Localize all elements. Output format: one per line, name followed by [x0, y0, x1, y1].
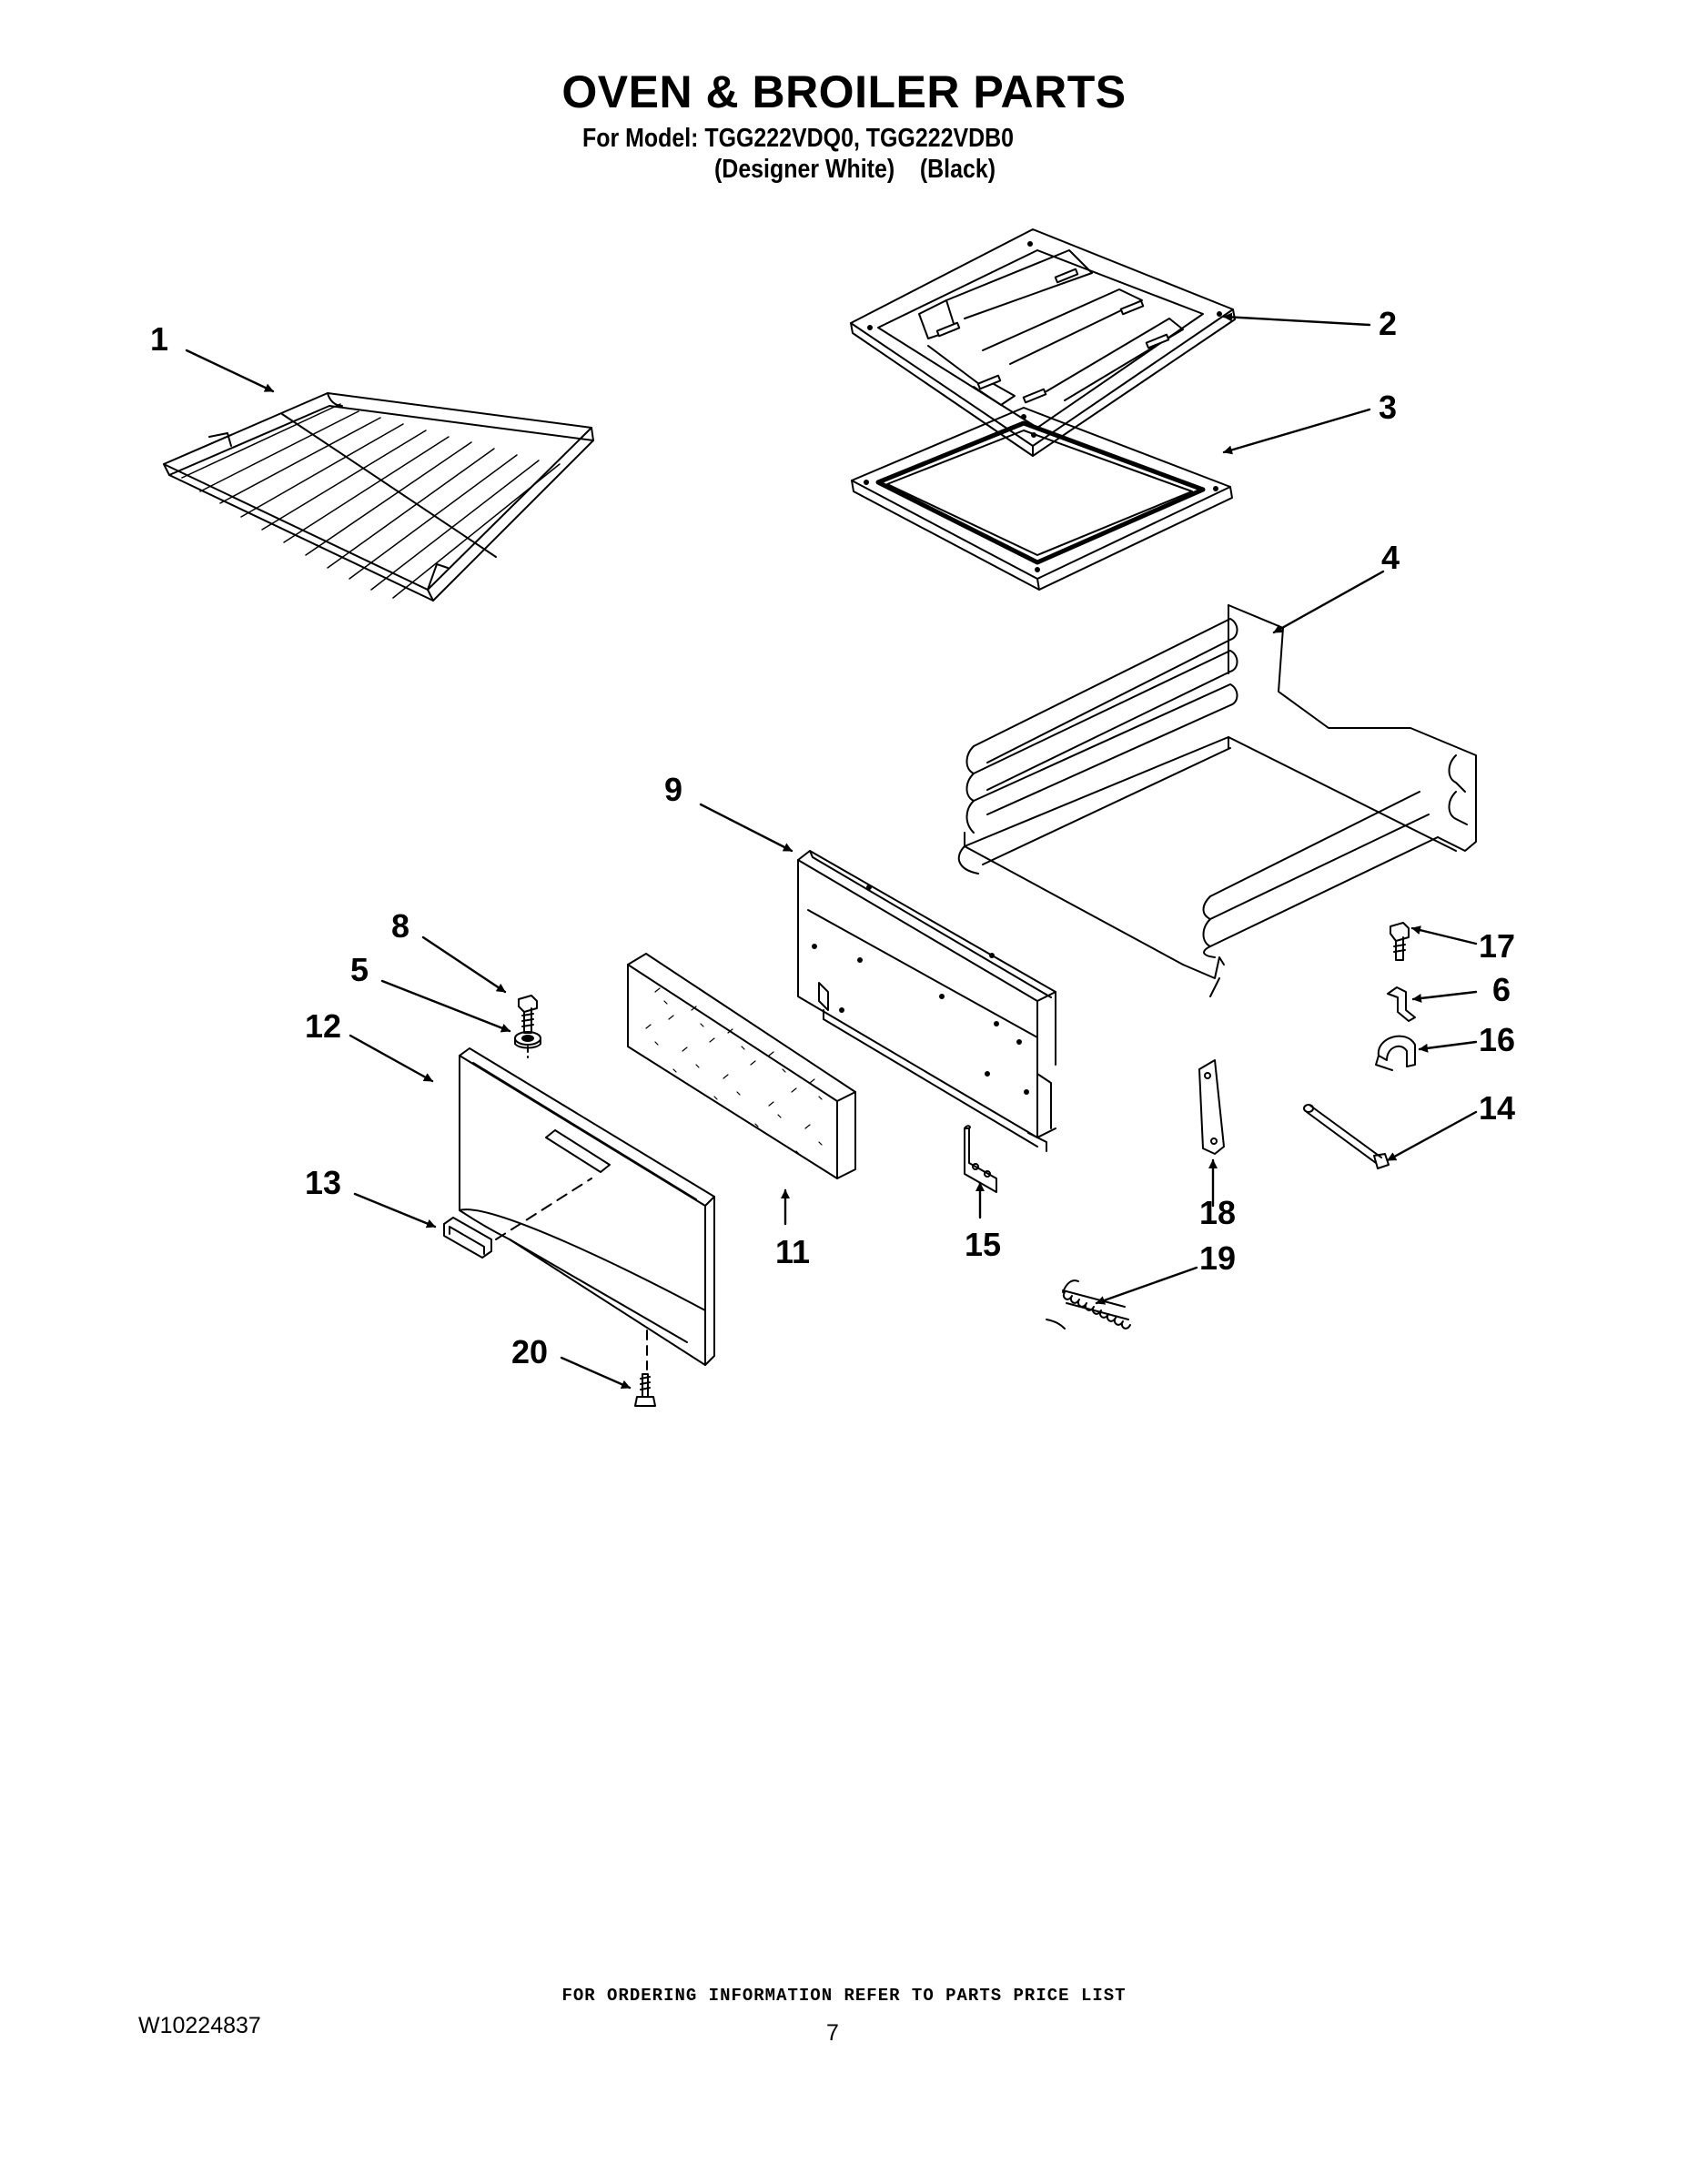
- dashed-assembly-line: [495, 1178, 592, 1240]
- leader-12: [349, 1034, 434, 1083]
- handle-insert-part: [443, 1217, 492, 1259]
- callout-4: 4: [1381, 539, 1400, 576]
- callout-labels: 1 2 3 4 5 6 8 9 11 12 13 14 15 16 17 18 …: [150, 305, 1515, 1370]
- leader-1: [185, 349, 275, 393]
- callout-16: 16: [1479, 1021, 1515, 1058]
- document-number: W10224837: [138, 2013, 261, 2038]
- callout-18: 18: [1199, 1194, 1236, 1231]
- model-colors: (Designer White) (Black): [714, 155, 996, 185]
- callout-12: 12: [305, 1007, 341, 1045]
- leader-3: [1222, 408, 1371, 455]
- callout-6: 6: [1492, 971, 1511, 1008]
- bolt-part: [1390, 922, 1410, 961]
- oven-rack-part: [163, 392, 594, 602]
- leader-17: [1410, 925, 1478, 945]
- door-screw-part: [634, 1373, 656, 1407]
- leader-9: [699, 803, 793, 853]
- callout-1: 1: [150, 320, 168, 358]
- leader-2: [1222, 312, 1371, 327]
- callout-13: 13: [305, 1164, 341, 1201]
- callout-2: 2: [1379, 305, 1397, 342]
- drawer-liner-part: [957, 604, 1477, 997]
- callout-19: 19: [1199, 1239, 1236, 1277]
- callout-9: 9: [664, 771, 682, 808]
- clip-part: [1387, 986, 1416, 1022]
- model-line: For Model: TGG222VDQ0, TGG222VDB0: [582, 124, 1014, 153]
- callout-8: 8: [391, 907, 409, 945]
- callout-3: 3: [1379, 389, 1397, 426]
- spring-part: [1046, 1279, 1131, 1330]
- page-number: 7: [826, 2020, 839, 2046]
- callout-20: 20: [511, 1333, 548, 1370]
- callout-17: 17: [1479, 927, 1515, 965]
- drawer-door-part: [459, 1047, 715, 1366]
- callout-5: 5: [350, 951, 369, 988]
- leader-14: [1386, 1110, 1478, 1162]
- leader-19: [1095, 1266, 1198, 1305]
- leader-13: [353, 1192, 437, 1228]
- screw-part: [518, 995, 538, 1034]
- leader-6: [1411, 990, 1478, 1003]
- broiler-pan-grid-part: [850, 228, 1236, 457]
- rod-part: [1303, 1104, 1390, 1169]
- callout-14: 14: [1479, 1089, 1515, 1127]
- clamp-part: [1375, 1035, 1416, 1071]
- leader-lines: [185, 312, 1478, 1390]
- insulation-block-part: [627, 953, 856, 1179]
- color-black: (Black): [919, 155, 996, 184]
- callout-11: 11: [775, 1233, 810, 1270]
- drawer-front-panel-part: [797, 850, 1056, 1152]
- leader-5: [380, 979, 511, 1033]
- ordering-info: FOR ORDERING INFORMATION REFER TO PARTS …: [561, 1986, 1127, 2006]
- page-title: OVEN & BROILER PARTS: [561, 66, 1127, 117]
- leader-16: [1418, 1040, 1478, 1053]
- washer-part: [514, 1031, 541, 1049]
- leader-8: [421, 935, 507, 994]
- leader-4: [1272, 570, 1385, 634]
- bracket-part: [964, 1125, 997, 1193]
- leader-20: [560, 1356, 632, 1390]
- color-designer-white: (Designer White): [714, 155, 895, 184]
- link-arm-part: [1198, 1059, 1225, 1155]
- callout-15: 15: [965, 1226, 1001, 1263]
- broiler-pan-part: [851, 407, 1233, 591]
